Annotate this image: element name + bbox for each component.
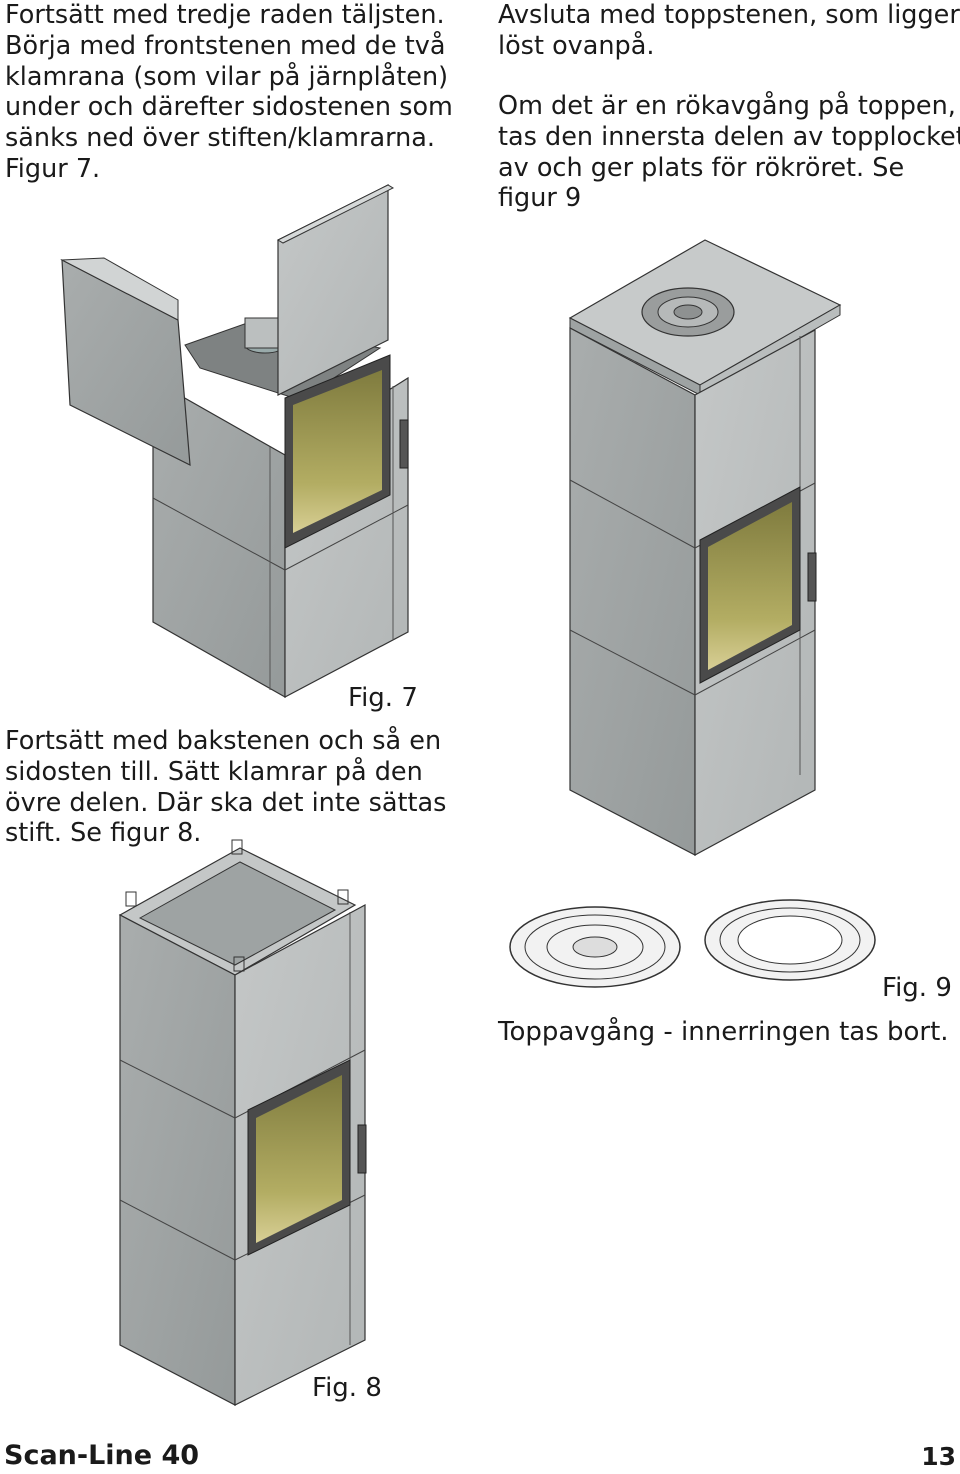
text-line: övre delen. Där ska det inte sättas: [5, 787, 447, 818]
fig9-grille-with-inner-ring: [509, 906, 681, 988]
text-line: tas den innersta delen av topplocket: [498, 121, 960, 152]
fig8-clamp: [231, 839, 243, 855]
text-line: sidosten till. Sätt klamrar på den: [5, 756, 423, 787]
fig8-door-handle: [357, 1124, 367, 1174]
fig8-clamp: [337, 889, 349, 905]
text-line: under och därefter sidostenen som: [5, 92, 453, 123]
text-line: Avsluta med toppstenen, som ligger: [498, 0, 960, 30]
fig7-door-handle: [399, 419, 409, 469]
instruction-step9-detail: Om det är en rökavgång på toppen, tas de…: [498, 91, 960, 214]
fig8-clamp: [125, 891, 137, 907]
fig8-door-glass: [256, 1075, 342, 1243]
fig9-caption: Toppavgång - innerringen tas bort.: [498, 1017, 949, 1047]
fig7-door-glass: [293, 370, 382, 533]
fig9-label: Fig. 9: [882, 973, 952, 1003]
fig8-stove-left-face: [119, 914, 236, 1406]
fig9-door-glass: [708, 502, 792, 670]
page-number: 13: [921, 1442, 956, 1471]
instruction-step9-intro: Avsluta med toppstenen, som ligger löst …: [498, 0, 960, 62]
text-line: Fortsätt med bakstenen och så en: [5, 726, 442, 756]
fig8-clamp: [233, 956, 245, 972]
text-line: Fortsätt med tredje raden täljsten.: [5, 0, 445, 30]
fig8-label: Fig. 8: [312, 1373, 382, 1403]
text-line: stift. Se figur 8.: [5, 818, 202, 849]
text-line: av och ger plats för rökröret. Se: [498, 152, 905, 183]
fig7-label: Fig. 7: [348, 683, 418, 713]
text-line: klamrana (som vilar på järnplåten): [5, 61, 449, 92]
text-line: Figur 7.: [5, 153, 101, 184]
text-line: Om det är en rökavgång på toppen,: [498, 91, 956, 121]
fig9-door-handle: [807, 552, 817, 602]
product-name: Scan-Line 40: [4, 1440, 200, 1471]
instruction-step7: Fortsätt med tredje raden täljsten. Börj…: [5, 0, 453, 185]
instruction-step8: Fortsätt med bakstenen och så en sidoste…: [5, 726, 446, 849]
fig9-grille-without-inner-ring: [704, 899, 876, 981]
text-line: sänks ned över stiften/klamrarna.: [5, 123, 436, 154]
text-line: figur 9: [498, 183, 582, 214]
text-line: Börja med frontstenen med de två: [5, 30, 446, 61]
text-line: löst ovanpå.: [498, 30, 655, 61]
